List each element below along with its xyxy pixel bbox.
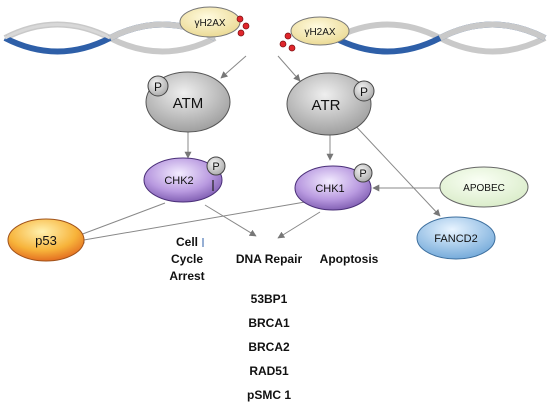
dna-repair-label: DNA Repair — [236, 252, 303, 266]
chk1-phospho-badge: P — [353, 163, 373, 183]
repair-factor-item: 53BP1 — [251, 292, 288, 306]
repair-factor-item: RAD51 — [249, 364, 289, 378]
atr-label: ATR — [312, 97, 341, 114]
cell-cycle-arrest-line-3: Arrest — [169, 269, 204, 283]
arrow-chk1-to-repair — [277, 211, 321, 239]
fancd2-label: FANCD2 — [434, 233, 477, 245]
apobec-node: APOBEC — [439, 166, 529, 208]
arrow-atr-to-fancd2 — [349, 119, 441, 217]
arrow-chk2-to-repair — [204, 204, 257, 237]
atr-phospho-label: P — [360, 85, 368, 99]
arrow-dna-to-atm — [220, 55, 247, 79]
break-dots-right — [279, 32, 296, 52]
chk2-phospho-label: P — [212, 161, 219, 173]
repair-factor-item: BRCA1 — [248, 316, 290, 330]
arrow-dna-to-atr — [277, 55, 301, 82]
cell-cycle-arrest-label: Cell Cycle Arrest — [169, 235, 204, 283]
repair-factor-list: 53BP1 BRCA1 BRCA2 RAD51 pSMC 1 — [247, 292, 291, 402]
chk2-label: CHK2 — [164, 175, 193, 187]
atr-node: ATR — [286, 72, 372, 136]
chk1-phospho-label: P — [359, 168, 366, 180]
atr-phospho-badge: P — [353, 80, 375, 102]
p53-label: p53 — [35, 233, 57, 248]
gamma-h2ax-label-left: γH2AX — [194, 18, 225, 29]
atm-phospho-badge: P — [147, 75, 169, 97]
apobec-label: APOBEC — [463, 183, 505, 194]
repair-factor-item: BRCA2 — [248, 340, 290, 354]
atm-phospho-label: P — [154, 80, 162, 94]
arrows — [71, 55, 441, 244]
chk2-phospho-badge: P — [206, 156, 226, 191]
chk1-label: CHK1 — [315, 183, 344, 195]
gamma-h2ax-label-right: γH2AX — [304, 27, 335, 38]
cell-cycle-arrest-line-1: Cell — [176, 235, 198, 249]
repair-factor-item: pSMC 1 — [247, 388, 291, 402]
dna-right-segment — [333, 21, 547, 55]
p53-node: p53 — [7, 218, 85, 262]
break-dots-left — [236, 15, 250, 37]
arrow-chk1-to-p53 — [77, 201, 306, 244]
arrow-chk2-to-p53 — [71, 202, 166, 240]
atm-label: ATM — [173, 95, 204, 112]
gamma-h2ax-marker-right: γH2AX — [290, 16, 350, 46]
apoptosis-label: Apoptosis — [320, 252, 379, 266]
cell-cycle-arrest-line-2: Cycle — [171, 252, 203, 266]
fancd2-node: FANCD2 — [416, 216, 496, 260]
chk2-node: CHK2 — [143, 157, 223, 203]
gamma-h2ax-marker-left: γH2AX — [179, 6, 241, 38]
chk1-node: CHK1 — [294, 165, 372, 211]
